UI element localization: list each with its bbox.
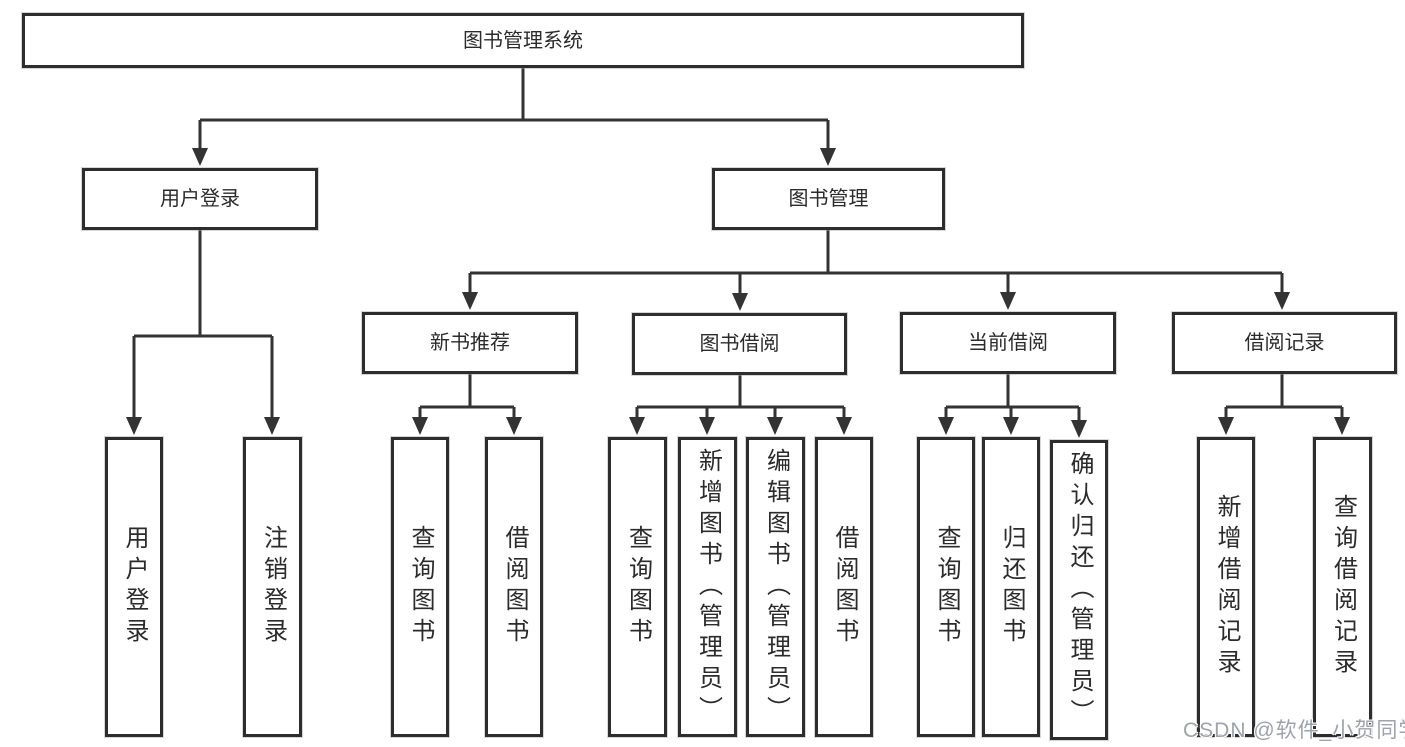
node-label: 当前借阅 bbox=[968, 332, 1048, 354]
node-book-borrowing: 图书借阅 bbox=[632, 313, 847, 375]
node-user-login: 用户登录 bbox=[82, 168, 318, 230]
leaf-label: 查询借阅记录 bbox=[1329, 494, 1357, 680]
leaf-logout: 注销登录 bbox=[243, 437, 302, 737]
node-label: 用户登录 bbox=[160, 188, 240, 210]
csdn-watermark: CSDN @软件_小贺同学 bbox=[1183, 719, 1405, 742]
leaf-label: 查询图书 bbox=[933, 525, 960, 649]
leaf-query-books-current: 查询图书 bbox=[917, 437, 975, 737]
node-borrowing-records: 借阅记录 bbox=[1172, 312, 1397, 374]
leaf-label: 借阅图书 bbox=[831, 525, 858, 649]
node-label: 图书管理 bbox=[788, 188, 869, 210]
leaf-add-books-admin: 新增图书（管理员） bbox=[678, 437, 737, 737]
leaf-query-borrow-record: 查询借阅记录 bbox=[1313, 437, 1372, 737]
leaf-label: 新增图书（管理员） bbox=[694, 447, 722, 727]
node-label: 借阅记录 bbox=[1244, 332, 1325, 354]
leaf-user-login: 用户登录 bbox=[105, 437, 163, 737]
leaf-edit-books-admin: 编辑图书（管理员） bbox=[746, 437, 805, 737]
leaf-label: 查询图书 bbox=[624, 525, 652, 649]
node-label: 图书借阅 bbox=[699, 333, 780, 355]
leaf-label: 借阅图书 bbox=[501, 525, 528, 649]
leaf-label: 确认归还（管理员） bbox=[1066, 450, 1093, 730]
node-book-management: 图书管理 bbox=[712, 168, 945, 230]
leaf-return-books: 归还图书 bbox=[982, 437, 1040, 737]
leaf-confirm-return-admin: 确认归还（管理员） bbox=[1050, 440, 1108, 740]
node-label: 图书管理系统 bbox=[463, 29, 583, 52]
leaf-borrow-books-recommend: 借阅图书 bbox=[485, 437, 543, 737]
node-label: 新书推荐 bbox=[430, 332, 510, 354]
leaf-query-books-borrowing: 查询图书 bbox=[608, 437, 667, 737]
leaf-label: 编辑图书（管理员） bbox=[762, 447, 790, 727]
node-library-management-system: 图书管理系统 bbox=[22, 13, 1024, 68]
leaf-label: 归还图书 bbox=[998, 525, 1025, 649]
leaf-label: 新增借阅记录 bbox=[1213, 494, 1240, 680]
leaf-borrow-books: 借阅图书 bbox=[815, 437, 873, 737]
leaf-label: 查询图书 bbox=[407, 525, 434, 649]
leaf-add-borrow-record: 新增借阅记录 bbox=[1197, 437, 1255, 737]
leaf-label: 注销登录 bbox=[259, 525, 287, 649]
node-new-book-recommendation: 新书推荐 bbox=[362, 312, 578, 374]
leaf-label: 用户登录 bbox=[121, 525, 148, 649]
leaf-query-books-recommend: 查询图书 bbox=[391, 437, 449, 737]
node-current-borrowing: 当前借阅 bbox=[900, 312, 1116, 374]
